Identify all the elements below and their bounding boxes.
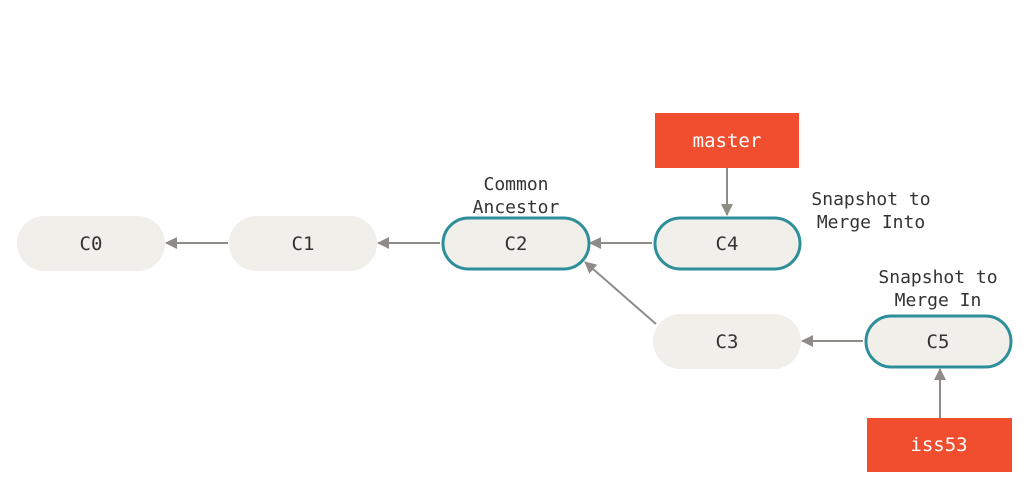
commit-c3-shape xyxy=(653,314,801,369)
commit-c2-label: C2 xyxy=(505,233,528,255)
commit-c3: C3 xyxy=(653,314,801,369)
commit-c0-label: C0 xyxy=(80,233,103,255)
commit-c1-label: C1 xyxy=(292,233,315,255)
annotation-common-ancestor: Common Ancestor xyxy=(473,174,560,218)
annotation-merge-into-line2: Merge Into xyxy=(817,212,925,233)
commit-c0: C0 xyxy=(17,216,165,271)
annotation-merge-in-line1: Snapshot to xyxy=(878,267,997,288)
commit-c4-label: C4 xyxy=(716,233,739,255)
commit-c5: C5 xyxy=(864,314,1013,369)
commit-c0-shape xyxy=(17,216,165,271)
annotation-merge-in-line2: Merge In xyxy=(895,290,982,311)
branch-master-box xyxy=(655,113,799,168)
annotation-merge-into: Snapshot to Merge Into xyxy=(811,189,930,233)
annotation-merge-into-line1: Snapshot to xyxy=(811,189,930,210)
annotation-common-ancestor-line2: Ancestor xyxy=(473,197,560,218)
branch-master: master xyxy=(655,113,799,168)
commit-c1: C1 xyxy=(229,216,377,271)
branch-master-label: master xyxy=(693,130,762,152)
branch-iss53-box xyxy=(867,418,1012,472)
commit-c5-shape xyxy=(864,314,1013,369)
arrow-c3-to-c2 xyxy=(584,261,657,325)
branch-iss53-label: iss53 xyxy=(910,434,967,456)
arrows xyxy=(165,168,946,418)
annotation-merge-in: Snapshot to Merge In xyxy=(878,267,997,311)
branch-iss53: iss53 xyxy=(867,418,1012,472)
commit-c4-shape xyxy=(653,216,802,271)
commit-c2: C2 xyxy=(441,216,591,271)
commit-c2-shape xyxy=(441,216,591,271)
commit-c1-shape xyxy=(229,216,377,271)
commit-c4: C4 xyxy=(653,216,802,271)
annotation-common-ancestor-line1: Common xyxy=(483,174,548,195)
commit-c3-label: C3 xyxy=(716,331,739,353)
commit-c5-label: C5 xyxy=(927,331,950,353)
